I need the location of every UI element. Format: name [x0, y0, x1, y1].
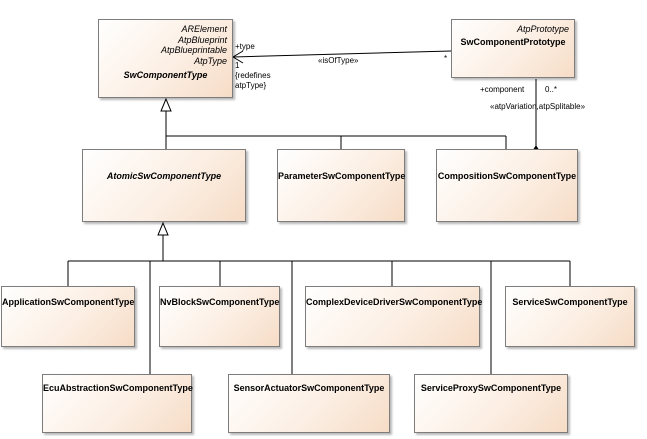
- stereotype-atp-type: AtpType: [194, 55, 227, 66]
- label-redefines-line-1: {redefines: [235, 71, 271, 80]
- class-service-proxy-sw-component-type[interactable]: ServiceProxySwComponentType: [414, 374, 568, 433]
- class-sw-component-prototype[interactable]: AtpPrototype SwComponentPrototype: [451, 19, 575, 78]
- class-complex-device-driver-sw-component-type[interactable]: ComplexDeviceDriverSwComponentType: [305, 286, 483, 347]
- class-name: SwComponentType: [123, 70, 208, 80]
- label-component-role: +component: [480, 85, 525, 94]
- label-type-multiplicity: 1: [235, 61, 240, 70]
- class-name: SensorActuatorSwComponentType: [233, 383, 385, 393]
- class-name: CompositionSwComponentType: [437, 171, 577, 181]
- navigation-arrowhead: [232, 50, 244, 64]
- class-name: ApplicationSwComponentType: [2, 297, 135, 307]
- class-composition-sw-component-type[interactable]: CompositionSwComponentType: [436, 149, 578, 222]
- class-name: AtomicSwComponentType: [106, 171, 222, 181]
- class-service-sw-component-type[interactable]: ServiceSwComponentType: [505, 286, 635, 347]
- class-sw-component-type[interactable]: ARElement AtpBlueprint AtpBlueprintable …: [98, 19, 233, 98]
- class-name: NvBlockSwComponentType: [160, 297, 280, 307]
- generalization-triangle-bottom: [157, 221, 169, 236]
- class-atomic-sw-component-type[interactable]: AtomicSwComponentType: [82, 149, 246, 222]
- label-type-role: +type: [235, 42, 255, 51]
- label-component-multiplicity: 0..*: [545, 85, 558, 94]
- stereotype-ar-element: ARElement: [181, 24, 227, 34]
- generalization-triangle-top: [160, 97, 172, 112]
- class-application-sw-component-type[interactable]: ApplicationSwComponentType: [1, 286, 135, 347]
- label-star-multiplicity: *: [444, 54, 448, 63]
- class-name: ParameterSwComponentType: [278, 171, 406, 181]
- stereotype-atp-blueprintable: AtpBlueprintable: [160, 45, 227, 55]
- class-name: ServiceSwComponentType: [512, 297, 628, 307]
- label-redefines-line-2: atpType}: [235, 81, 267, 90]
- class-name: ServiceProxySwComponentType: [420, 383, 562, 393]
- class-ecu-abstraction-sw-component-type[interactable]: EcuAbstractionSwComponentType: [42, 374, 193, 433]
- class-name: ComplexDeviceDriverSwComponentType: [306, 297, 483, 307]
- label-is-of-type: «isOfType»: [318, 56, 359, 65]
- is-of-type-association-line: [232, 50, 452, 58]
- label-atp-variation: «atpVariation,atpSplitable»: [490, 102, 586, 111]
- stereotype-atp-blueprint: AtpBlueprint: [177, 34, 227, 45]
- stereotype-atp-prototype: AtpPrototype: [516, 24, 569, 34]
- class-name: SwComponentPrototype: [460, 37, 566, 47]
- class-nvblock-sw-component-type[interactable]: NvBlockSwComponentType: [159, 286, 280, 347]
- class-name: EcuAbstractionSwComponentType: [43, 383, 193, 393]
- class-parameter-sw-component-type[interactable]: ParameterSwComponentType: [277, 149, 405, 222]
- class-sensor-actuator-sw-component-type[interactable]: SensorActuatorSwComponentType: [228, 374, 390, 433]
